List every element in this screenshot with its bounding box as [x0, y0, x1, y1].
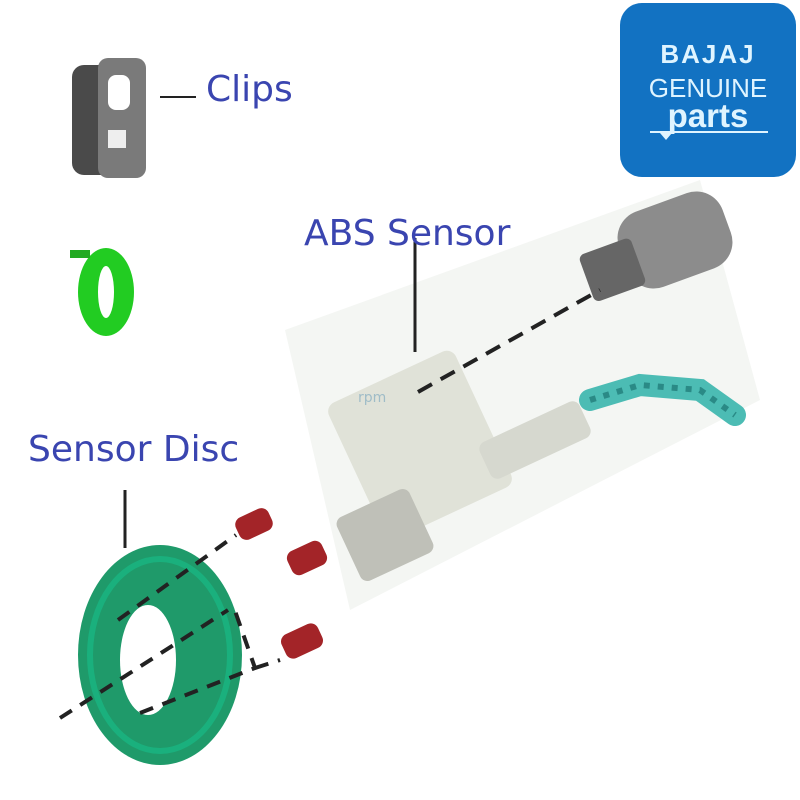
logo-genuine: GENUINE [648, 73, 768, 103]
clips-label: Clips [206, 69, 293, 110]
bolt-icon [281, 623, 323, 659]
sensor-disc-label: Sensor Disc [28, 429, 240, 470]
sensor-disc-icon [78, 545, 242, 765]
cap-dashed-line [417, 288, 601, 394]
logo-underline [650, 131, 768, 133]
bolt-icon [235, 508, 273, 540]
logo-brand: BAJAJ [660, 39, 756, 69]
bolt-dashed-lines [58, 533, 281, 720]
abs-sensor-icon [328, 350, 746, 581]
bolt-icon [286, 540, 328, 576]
green-ring-icon [70, 248, 134, 336]
sensor-cap-icon [579, 191, 733, 302]
abs-sensor-label: ABS Sensor [304, 213, 511, 254]
logo-parts: parts [667, 97, 749, 134]
clip-icon [72, 58, 146, 178]
watermark: rpm [358, 390, 387, 406]
bajaj-genuine-parts-logo: BAJAJ GENUINE parts [620, 3, 796, 177]
logo-arrow-icon [660, 133, 672, 140]
